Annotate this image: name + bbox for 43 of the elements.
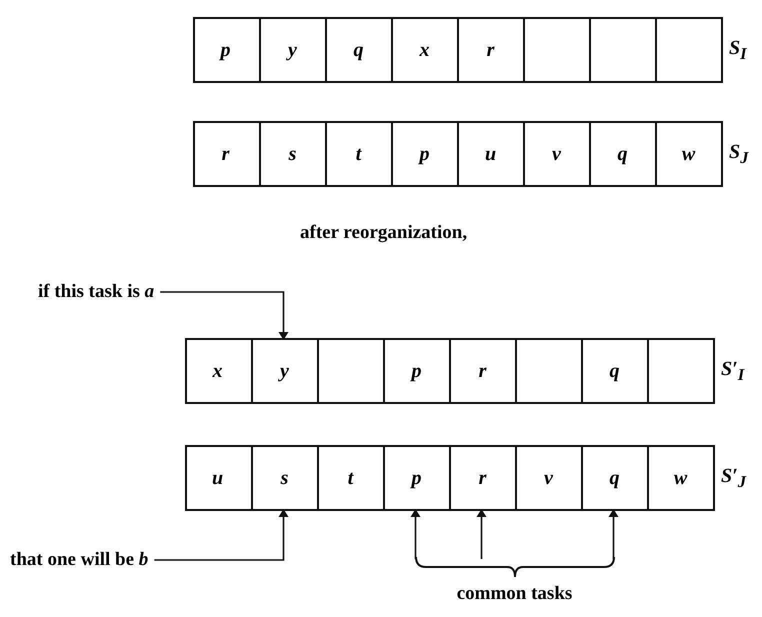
array-cell-text: s bbox=[288, 142, 296, 166]
array-name: S$_{I}$ bbox=[729, 37, 747, 64]
annotation-text: that one will be b bbox=[10, 549, 148, 571]
array-cell-text: u bbox=[212, 466, 224, 490]
array-name: S$_{J}$ bbox=[729, 141, 748, 168]
array-cell-text: p bbox=[412, 360, 422, 382]
array-cell-text: t bbox=[348, 466, 354, 490]
array-name: S′$_{J}$ bbox=[721, 465, 746, 492]
arrow bbox=[608, 509, 618, 559]
array-cell-text: q bbox=[610, 360, 620, 382]
array-cell-text: w bbox=[682, 142, 696, 166]
array-cell-text: y bbox=[288, 38, 297, 62]
array-cell-text: v bbox=[552, 142, 561, 166]
array-cell-text: q bbox=[610, 466, 620, 490]
array-cell-text: r bbox=[478, 360, 486, 382]
array-cell-text: p bbox=[412, 466, 422, 490]
array-cell-text: r bbox=[222, 142, 230, 166]
array-cell-text: q bbox=[618, 142, 628, 166]
task-array bbox=[185, 445, 715, 511]
task-array bbox=[185, 338, 715, 404]
array-cell-text: r bbox=[478, 466, 486, 490]
group-label: common tasks bbox=[456, 583, 574, 605]
array-cell-text: p bbox=[220, 38, 230, 62]
array-cell-text: t bbox=[356, 142, 362, 166]
array-cell-text: x bbox=[420, 38, 430, 62]
caption-text: after reorganization, bbox=[300, 222, 468, 244]
arrow bbox=[476, 509, 486, 559]
array-cell-text: r bbox=[486, 38, 494, 62]
array-cell-text: q bbox=[354, 38, 364, 62]
array-cell-text: x bbox=[212, 360, 222, 382]
array-cell-text: v bbox=[544, 466, 553, 490]
annotation-text: if this task is a bbox=[38, 281, 154, 303]
array-cell-text: w bbox=[674, 466, 688, 490]
array-cell-text: s bbox=[280, 466, 288, 490]
task-array bbox=[193, 17, 723, 83]
arrow bbox=[154, 509, 288, 561]
array-cell-text: u bbox=[484, 142, 496, 166]
arrow bbox=[160, 291, 288, 340]
arrow bbox=[410, 509, 420, 559]
array-cell-text: y bbox=[280, 360, 289, 382]
task-array bbox=[193, 121, 723, 187]
array-cell-text: p bbox=[420, 142, 430, 166]
array-name: S′$_{I}$ bbox=[721, 358, 744, 385]
